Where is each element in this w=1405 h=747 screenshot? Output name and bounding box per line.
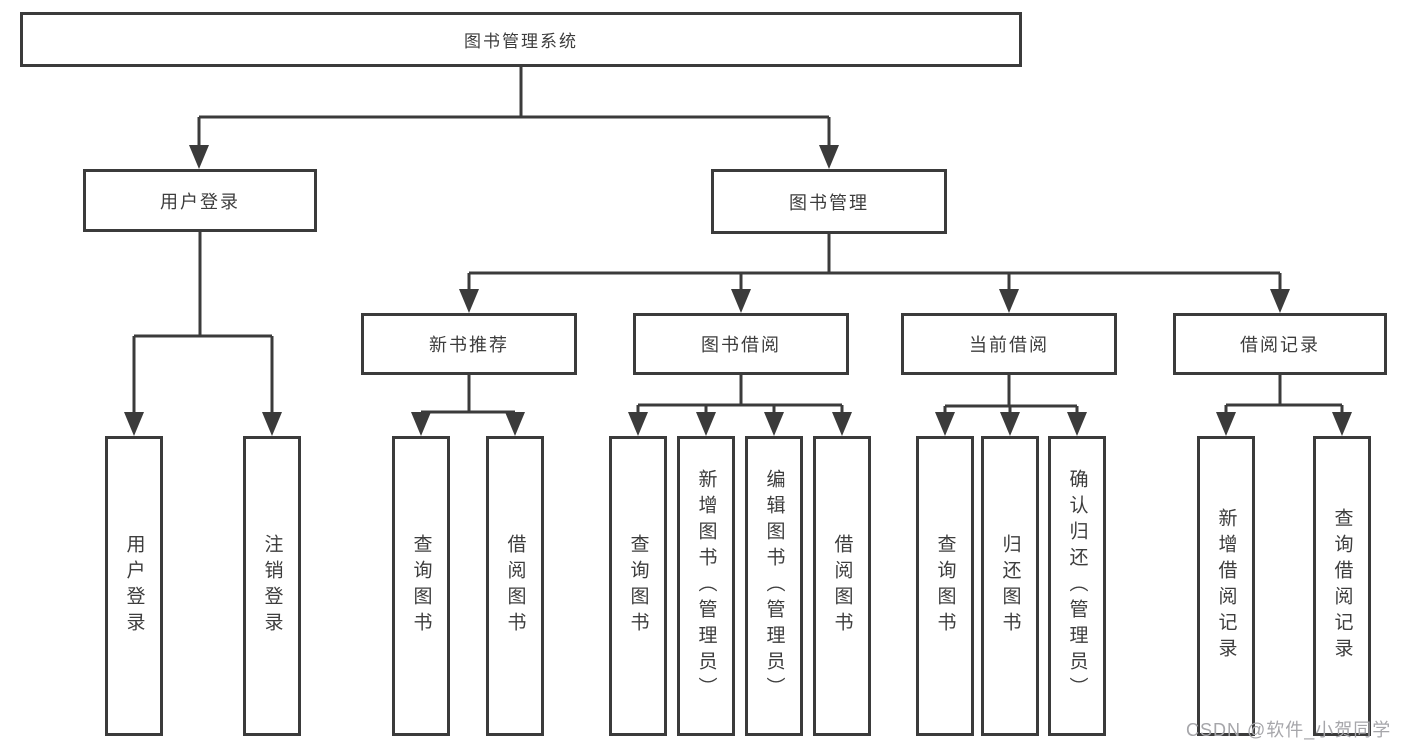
node-confirm-return-admin: 确认归还（管理员） [1048, 436, 1106, 736]
node-new-book-recommendation: 新书推荐 [361, 313, 577, 375]
node-label: 借阅记录 [1240, 335, 1320, 355]
node-label: 图书管理系统 [464, 32, 578, 51]
node-label: 图书管理 [789, 192, 869, 213]
node-book-management: 图书管理 [711, 169, 947, 234]
node-current-borrowing: 当前借阅 [901, 313, 1117, 375]
node-query-books-current: 查询图书 [916, 436, 974, 736]
node-label: 查询图书 [627, 534, 649, 638]
node-label: 编辑图书（管理员） [763, 469, 785, 703]
node-label: 查询图书 [934, 534, 956, 638]
node-borrow-books-recommendation: 借阅图书 [486, 436, 544, 736]
node-library-management-system: 图书管理系统 [20, 12, 1022, 67]
node-label: 用户登录 [160, 191, 240, 212]
node-return-books: 归还图书 [981, 436, 1039, 736]
node-query-books-borrowing: 查询图书 [609, 436, 667, 736]
node-edit-books-admin: 编辑图书（管理员） [745, 436, 803, 736]
node-borrowing-records: 借阅记录 [1173, 313, 1387, 375]
node-user-login: 用户登录 [83, 169, 317, 232]
node-query-borrow-record: 查询借阅记录 [1313, 436, 1371, 736]
node-add-books-admin: 新增图书（管理员） [677, 436, 735, 736]
node-label: 查询借阅记录 [1331, 508, 1353, 664]
node-query-books-recommendation: 查询图书 [392, 436, 450, 736]
node-label: 借阅图书 [831, 534, 853, 638]
node-label: 借阅图书 [504, 534, 526, 638]
node-label: 当前借阅 [969, 335, 1049, 355]
node-label: 确认归还（管理员） [1066, 469, 1088, 703]
node-book-borrowing: 图书借阅 [633, 313, 849, 375]
node-label: 新增图书（管理员） [695, 469, 717, 703]
node-label: 用户登录 [123, 534, 145, 638]
node-label: 新书推荐 [429, 335, 509, 355]
node-add-borrow-record: 新增借阅记录 [1197, 436, 1255, 736]
node-label: 归还图书 [999, 534, 1021, 638]
node-label: 新增借阅记录 [1215, 508, 1237, 664]
node-label: 注销登录 [261, 534, 283, 638]
arrowheads [124, 145, 1352, 436]
node-label: 查询图书 [410, 534, 432, 638]
node-borrow-books-borrowing: 借阅图书 [813, 436, 871, 736]
node-leaf-user-login: 用户登录 [105, 436, 163, 736]
node-label: 图书借阅 [701, 335, 781, 355]
node-leaf-logout: 注销登录 [243, 436, 301, 736]
